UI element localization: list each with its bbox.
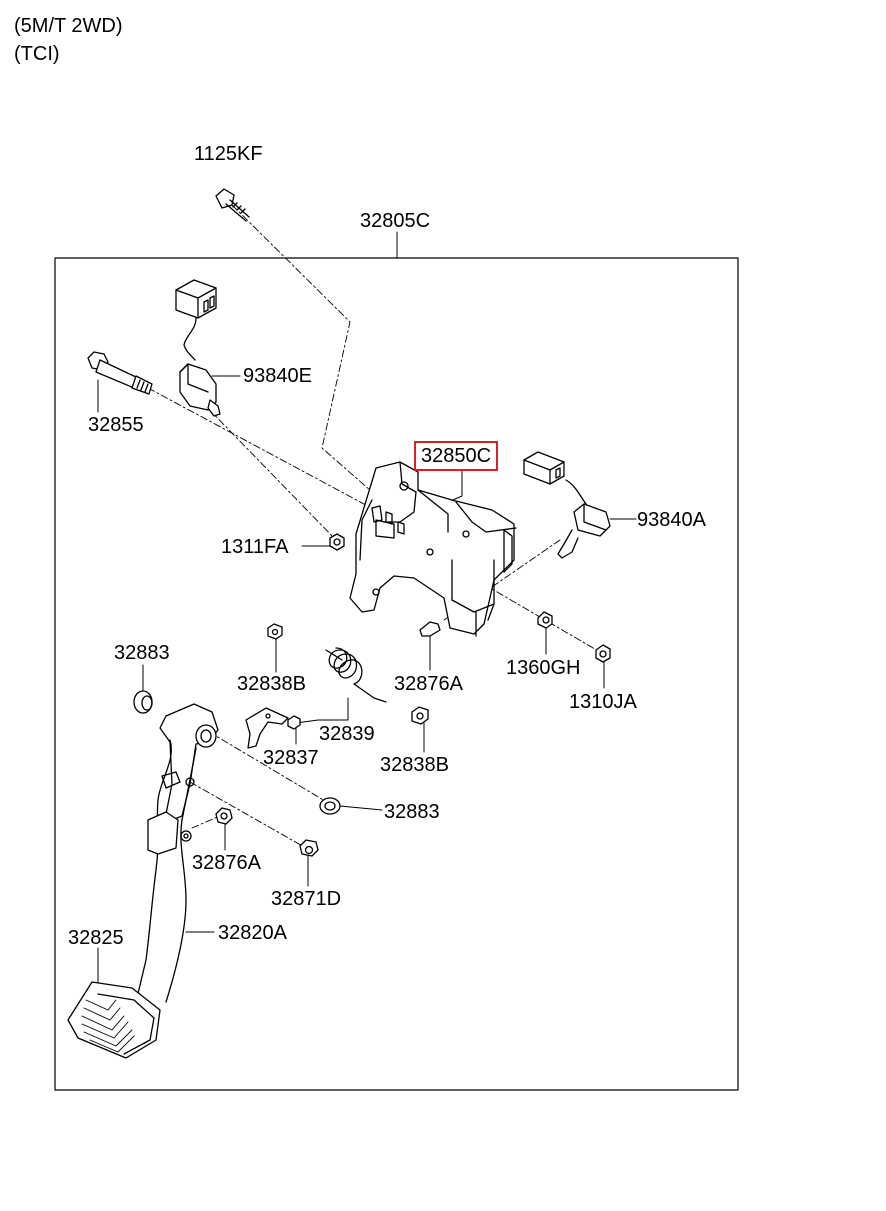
part-label-1125KF[interactable]: 1125KF [194, 143, 263, 165]
switch-93840A [523, 451, 611, 559]
bracket-32850C [349, 461, 517, 637]
part-label-32876A-bottom[interactable]: 32876A [192, 852, 261, 874]
lever-32837 [245, 707, 289, 749]
part-label-32837[interactable]: 32837 [263, 747, 319, 769]
dashed-lines [147, 204, 601, 849]
part-label-32876A-top[interactable]: 32876A [394, 673, 463, 695]
part-label-1311FA[interactable]: 1311FA [221, 536, 289, 558]
spring-32839 [325, 647, 387, 703]
part-label-32838B-top[interactable]: 32838B [237, 673, 306, 695]
pin-32855 [87, 351, 153, 395]
part-label-32805C[interactable]: 32805C [360, 210, 431, 232]
part-label-32839[interactable]: 32839 [319, 723, 375, 745]
part-label-32825[interactable]: 32825 [68, 927, 124, 949]
part-label-32850C[interactable]: 32850C [413, 441, 499, 471]
pedal-pad-32825 [67, 981, 161, 1059]
part-label-32871D[interactable]: 32871D [271, 888, 342, 910]
switch-93840E [175, 279, 221, 417]
header-variant: (5M/T 2WD) [14, 15, 123, 37]
part-label-32883-bottom[interactable]: 32883 [384, 801, 440, 823]
fasteners [215, 533, 611, 857]
part-label-32855[interactable]: 32855 [88, 414, 144, 436]
pedal-arm-32820A [135, 703, 219, 1003]
header-engine: (TCI) [14, 43, 60, 65]
part-label-93840E[interactable]: 93840E [243, 365, 312, 387]
part-label-32838B-bottom[interactable]: 32838B [380, 754, 449, 776]
bushings-32883 [133, 690, 341, 815]
part-label-93840A[interactable]: 93840A [637, 509, 706, 531]
part-label-1360GH[interactable]: 1360GH [506, 657, 581, 679]
part-label-32883-top[interactable]: 32883 [114, 642, 170, 664]
part-label-1310JA[interactable]: 1310JA [569, 691, 637, 713]
bolt-1125KF [215, 188, 250, 222]
part-label-32820A[interactable]: 32820A [218, 922, 287, 944]
